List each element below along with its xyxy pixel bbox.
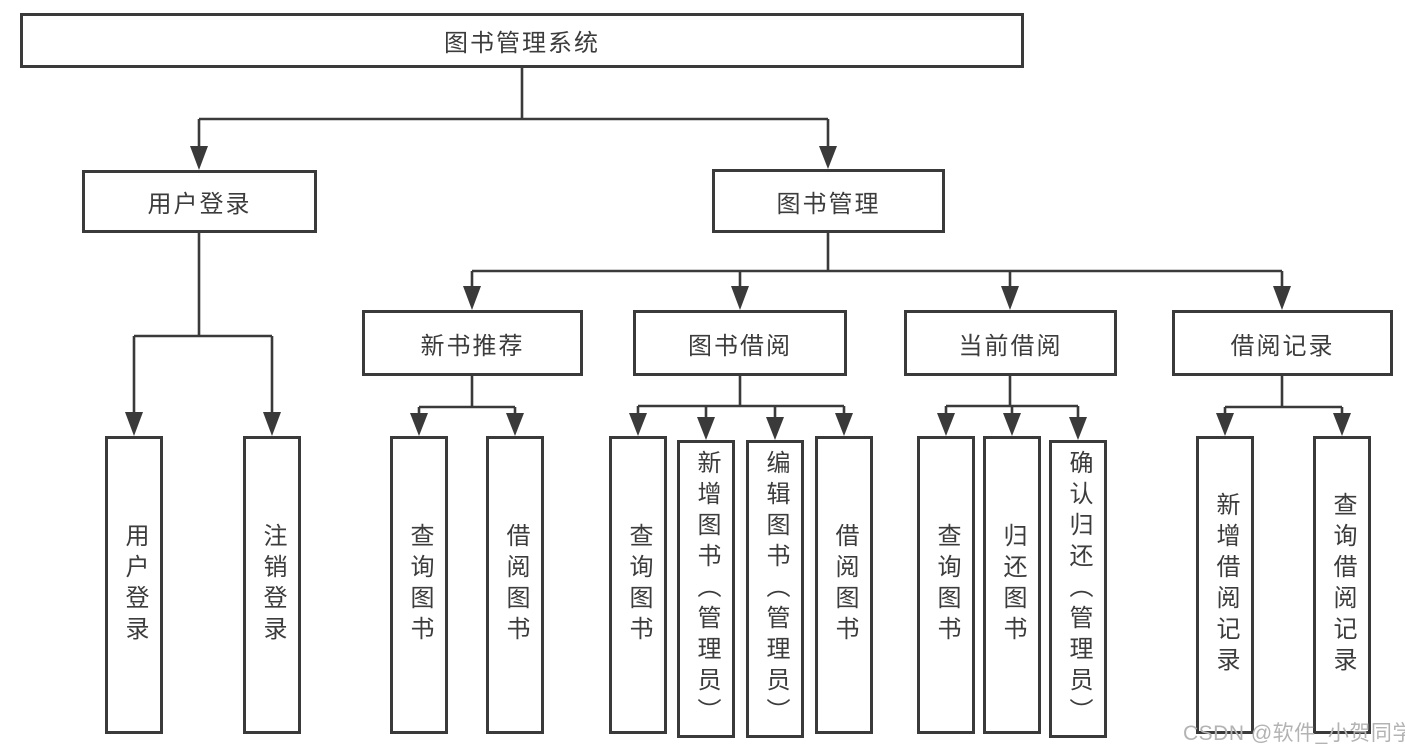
connector-book-borrowing-children (636, 376, 846, 420)
arrowhead-query-books-1 (410, 413, 428, 436)
connector-current-borrowing-children (944, 376, 1080, 420)
connector-borrowing-records-children (1223, 376, 1344, 417)
arrowhead-borrow-books-1 (506, 413, 524, 436)
leaf-add-borrow-record: 新增借阅记录 (1196, 436, 1254, 734)
leaf-user-login: 用户登录 (105, 436, 163, 734)
leaf-confirm-return-admin: 确认归还（管理员） (1049, 440, 1107, 738)
node-library-system: 图书管理系统 (20, 13, 1024, 68)
leaf-query-books-recommend: 查询图书 (390, 436, 448, 734)
node-user-login: 用户登录 (82, 170, 317, 233)
arrowhead-query-books-2 (629, 413, 647, 436)
leaf-logout: 注销登录 (243, 436, 301, 734)
arrowhead-book-management (819, 146, 837, 169)
arrowhead-leaf-user-login (125, 412, 143, 436)
arrowhead-current-borrowing (1001, 286, 1019, 310)
arrowhead-borrow-books-2 (835, 413, 853, 436)
node-new-book-recommend: 新书推荐 (362, 310, 583, 376)
leaf-borrow-books-recommend: 借阅图书 (486, 436, 544, 734)
connector-new-book-recommend-children (417, 376, 517, 417)
leaf-query-borrow-record: 查询借阅记录 (1313, 436, 1371, 734)
arrowhead-book-borrowing (731, 286, 749, 310)
connector-user-login-children (132, 233, 274, 416)
arrowhead-add-books (697, 417, 715, 440)
arrowhead-query-borrow-record (1333, 413, 1351, 436)
arrowhead-add-borrow-record (1216, 413, 1234, 436)
node-borrowing-records: 借阅记录 (1172, 310, 1393, 376)
arrowhead-leaf-logout (263, 412, 281, 436)
arrowhead-return-books (1003, 413, 1021, 436)
node-book-borrowing: 图书借阅 (633, 310, 847, 376)
arrowhead-new-book-recommend (463, 286, 481, 310)
arrowhead-user-login (190, 146, 208, 170)
csdn-watermark: CSDN @软件_小贺同学 (1183, 722, 1405, 745)
arrowhead-edit-books (766, 417, 784, 440)
node-book-management: 图书管理 (712, 169, 945, 233)
leaf-query-books-current: 查询图书 (917, 436, 975, 734)
leaf-borrow-books-borrowing: 借阅图书 (815, 436, 873, 734)
arrowhead-query-books-3 (937, 413, 955, 436)
node-current-borrowing: 当前借阅 (904, 310, 1117, 376)
leaf-return-books: 归还图书 (983, 436, 1041, 734)
connector-book-management-children (470, 233, 1284, 290)
arrowhead-confirm-return (1069, 417, 1087, 440)
leaf-add-books-admin: 新增图书（管理员） (677, 440, 735, 738)
arrowhead-borrowing-records (1273, 286, 1291, 310)
leaf-edit-books-admin: 编辑图书（管理员） (746, 440, 804, 738)
connector-root-to-level2 (197, 68, 830, 150)
leaf-query-books-borrowing: 查询图书 (609, 436, 667, 734)
